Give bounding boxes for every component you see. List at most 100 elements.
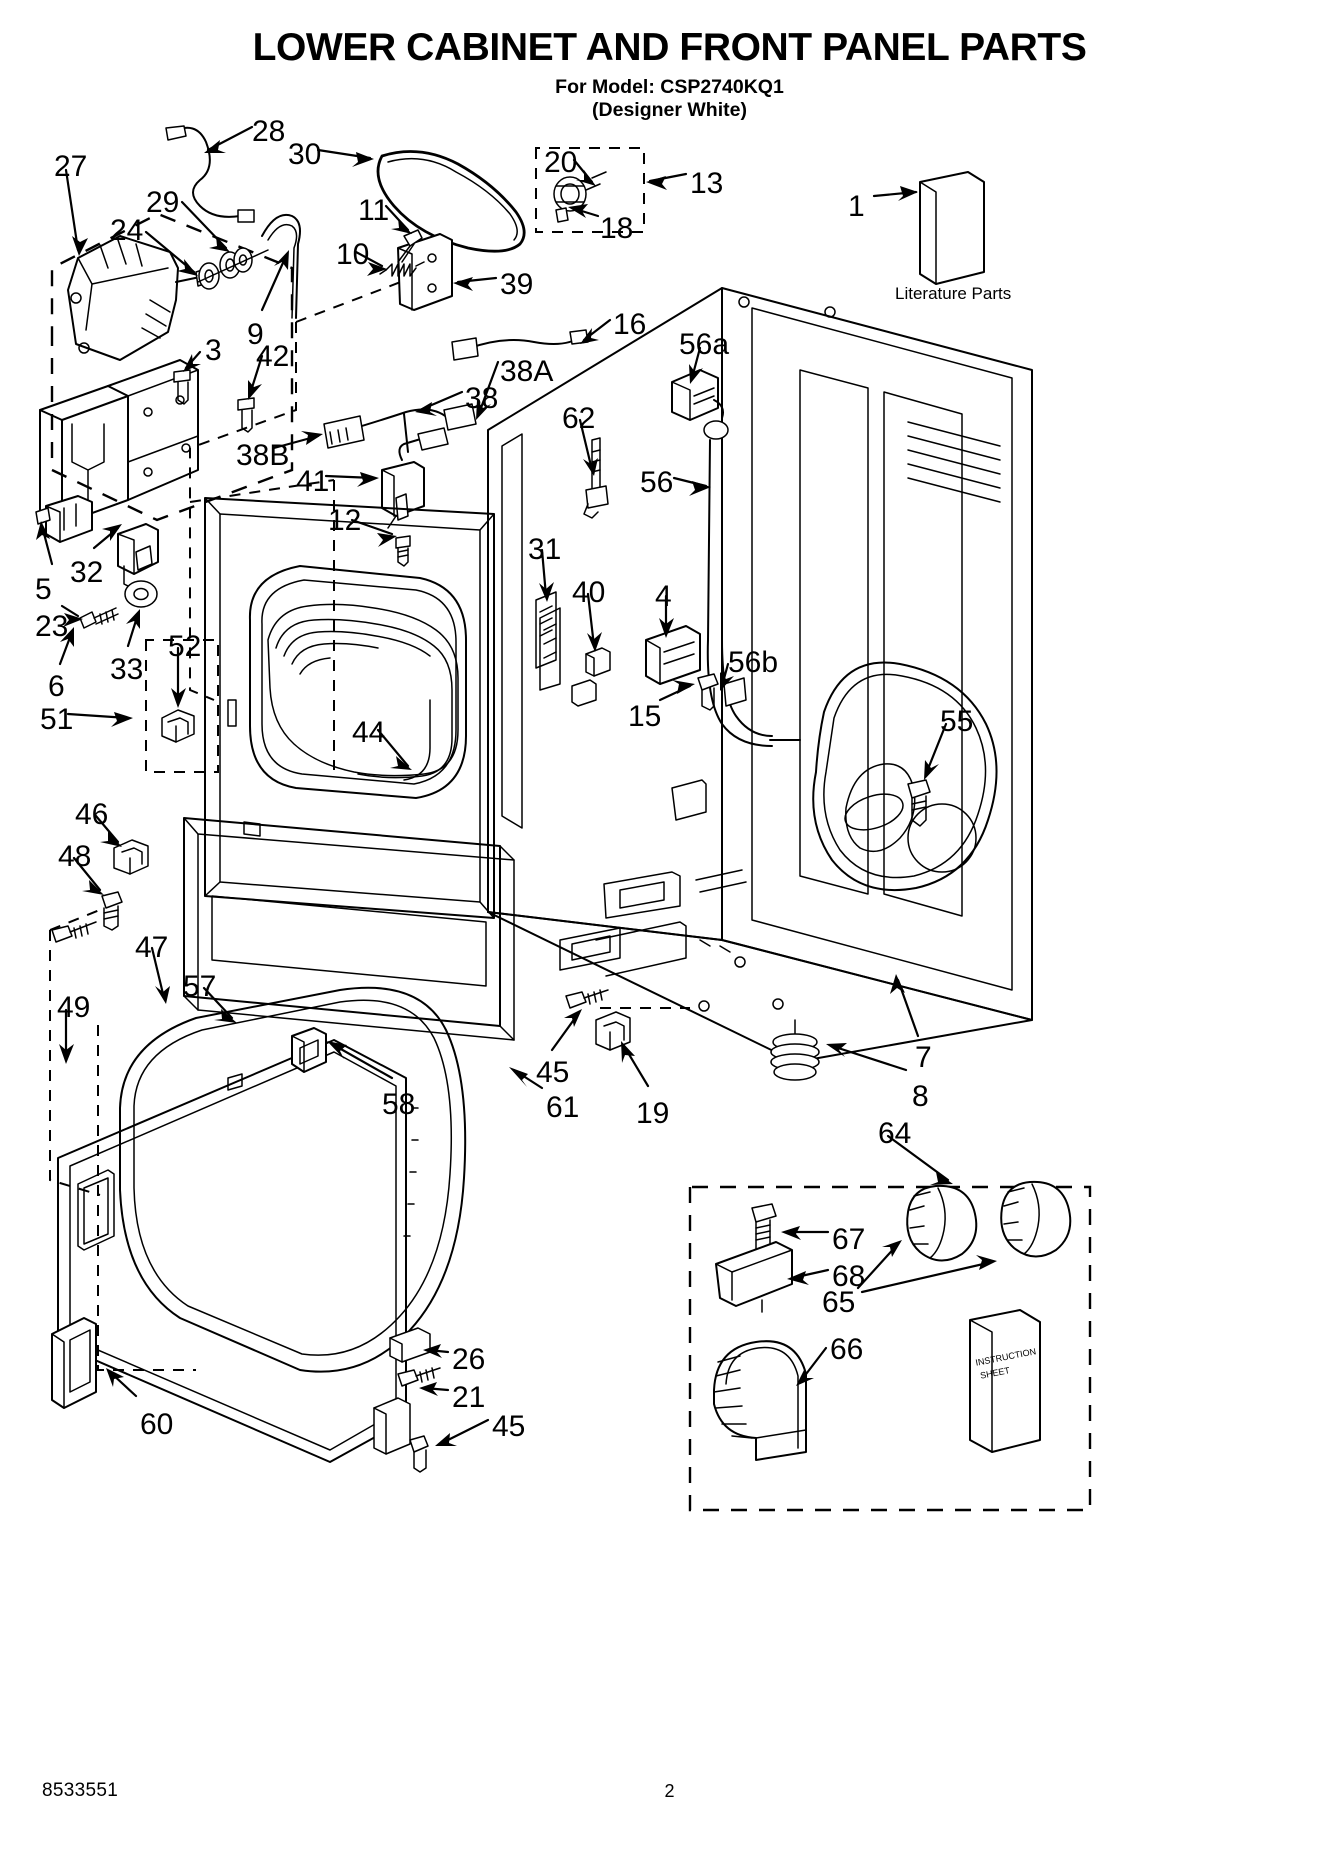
- callout-48: 48: [58, 840, 92, 873]
- callout-8: 8: [912, 1080, 929, 1113]
- callout-62: 62: [562, 402, 596, 435]
- drive-belt-30: [376, 150, 526, 253]
- callout-51: 51: [40, 703, 74, 736]
- callout-52: 52: [168, 630, 202, 663]
- callout-42: 42: [256, 340, 290, 373]
- drive-motor-part: [67, 235, 205, 361]
- callout-61: 61: [546, 1091, 580, 1124]
- idler-pulley-20: [553, 171, 607, 223]
- callout-4: 4: [655, 580, 672, 613]
- clip-46: [113, 839, 149, 875]
- callout-47: 47: [135, 931, 169, 964]
- motor-grommet-24: [198, 262, 220, 290]
- harness-38: [323, 403, 477, 453]
- instruction-sheet-booklet: [969, 1309, 1041, 1453]
- callout-27: 27: [54, 150, 88, 183]
- callout-68: 68: [832, 1260, 866, 1293]
- literature-booklet-1: [919, 171, 985, 285]
- callout-56a: 56a: [679, 328, 730, 361]
- page-title: LOWER CABINET AND FRONT PANEL PARTS: [252, 26, 1087, 69]
- callout-26: 26: [452, 1343, 486, 1376]
- rod-9: [261, 214, 301, 319]
- screw-45a: [565, 989, 609, 1009]
- callout-45: 45: [536, 1056, 570, 1089]
- callout-32: 32: [70, 556, 104, 589]
- grommet-33: [124, 580, 158, 608]
- harness-56: [671, 369, 801, 747]
- door-switch-41: [381, 427, 449, 529]
- callout-67: 67: [832, 1223, 866, 1256]
- callout-31: 31: [528, 533, 562, 566]
- callout-29: 29: [146, 186, 180, 219]
- vent-elbow-66: [713, 1340, 807, 1461]
- callout-46: 46: [75, 798, 109, 831]
- callout-15: 15: [628, 700, 662, 733]
- clip-40: [571, 647, 611, 707]
- finish-line: (Designer White): [592, 98, 747, 121]
- callout-57: 57: [183, 970, 217, 1003]
- callout-39: 39: [500, 268, 534, 301]
- callout-38a: 38A: [500, 355, 554, 388]
- callout-19: 19: [636, 1097, 670, 1130]
- callout-28: 28: [252, 115, 286, 148]
- callout-33: 33: [110, 653, 144, 686]
- screw-12: [395, 535, 411, 567]
- callout-13: 13: [690, 167, 724, 200]
- callout-58: 58: [382, 1088, 416, 1121]
- callout-6: 6: [48, 670, 65, 703]
- callout-1: 1: [848, 190, 865, 223]
- callout-30: 30: [288, 138, 322, 171]
- door-gasket-57: [119, 986, 467, 1373]
- wire-tie-62: [583, 437, 609, 519]
- screw-67: [751, 1203, 777, 1287]
- motor-bracket-3: [39, 359, 199, 525]
- callout-44: 44: [352, 716, 386, 749]
- callout-11: 11: [358, 194, 390, 227]
- callout-5: 5: [35, 573, 52, 606]
- callout-40: 40: [572, 576, 606, 609]
- callout-66: 66: [830, 1333, 864, 1366]
- hinge-bracket-45b: [373, 1397, 429, 1473]
- callout-21: 21: [452, 1381, 486, 1414]
- callout-16: 16: [613, 308, 647, 341]
- switch-5: [35, 495, 93, 543]
- motor-washer-29: [219, 247, 253, 279]
- page-header: LOWER CABINET AND FRONT PANEL PARTS For …: [0, 26, 1339, 122]
- end-cap-65b: [1000, 1180, 1072, 1258]
- clip-51: [161, 709, 195, 743]
- screw-3: [173, 369, 191, 405]
- callout-3: 3: [205, 334, 222, 367]
- hinge-26: [389, 1327, 431, 1363]
- dryer-door-49: [51, 1039, 407, 1463]
- callout-55: 55: [940, 705, 974, 738]
- lower-front-panel-61: [183, 817, 515, 1041]
- clip-19: [595, 1011, 631, 1051]
- callout-12: 12: [328, 504, 362, 537]
- callout-41: 41: [296, 465, 330, 498]
- footer-document-number: 8533551: [42, 1780, 119, 1801]
- callout-18: 18: [600, 212, 634, 245]
- callout-56b: 56b: [728, 646, 779, 679]
- screw-23: [79, 607, 119, 629]
- callout-65: 65: [822, 1286, 856, 1319]
- model-line: For Model: CSP2740KQ1: [555, 75, 784, 98]
- bracket-39: [397, 233, 453, 311]
- front-panel-44: [204, 497, 495, 919]
- screw-42: [237, 397, 255, 433]
- callout-7: 7: [915, 1041, 932, 1074]
- callout-9: 9: [247, 318, 264, 351]
- callout-38: 38: [465, 382, 499, 415]
- callout-60: 60: [140, 1408, 174, 1441]
- callout-45: 45: [492, 1410, 526, 1443]
- screw-55: [907, 779, 931, 827]
- spring-10: [379, 261, 425, 277]
- holder-32: [117, 523, 159, 589]
- callout-64: 64: [878, 1117, 912, 1150]
- callout-49: 49: [57, 991, 91, 1024]
- cover-plate-68: [715, 1241, 793, 1313]
- instruction-sheet-line1: INSTRUCTION: [974, 1346, 1037, 1368]
- end-cap-65a: [906, 1184, 978, 1262]
- screw-11: [397, 229, 423, 263]
